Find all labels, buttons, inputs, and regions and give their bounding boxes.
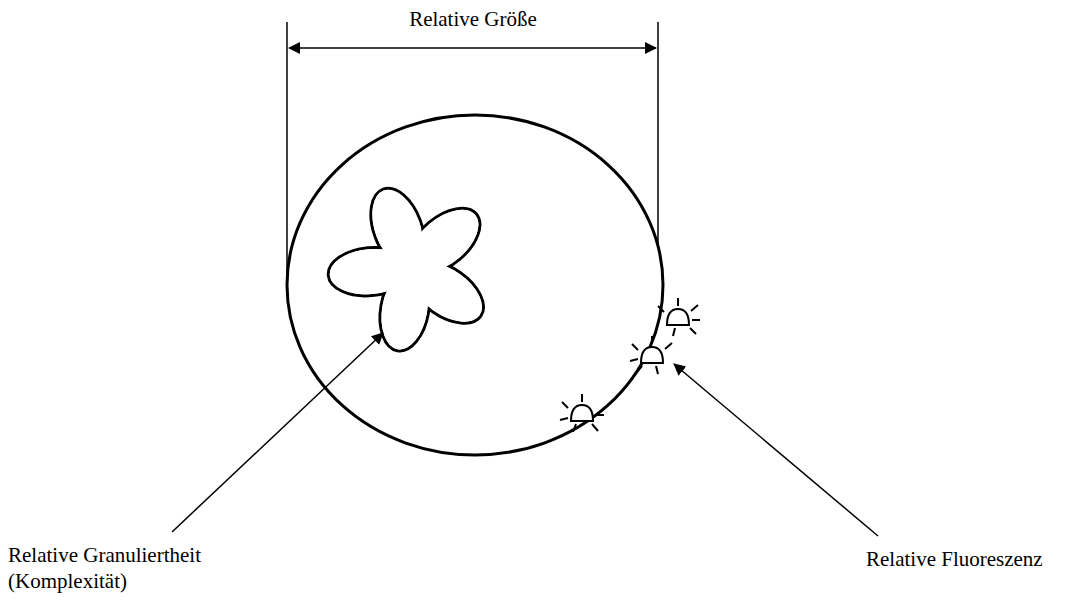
fluorescent-marker bbox=[630, 336, 672, 374]
fluorescent-marker bbox=[658, 298, 700, 336]
nucleus bbox=[326, 181, 494, 355]
cell-outline bbox=[287, 115, 663, 455]
callout-label: Relative Fluoreszenz bbox=[866, 546, 1076, 572]
callout-label: Relative Granuliertheit (Komplexität) bbox=[8, 542, 223, 594]
leader-line bbox=[674, 364, 878, 536]
leader-line bbox=[172, 333, 383, 532]
dimension-label: Relative Größe bbox=[287, 6, 659, 32]
fluorescent-marker bbox=[560, 394, 604, 432]
